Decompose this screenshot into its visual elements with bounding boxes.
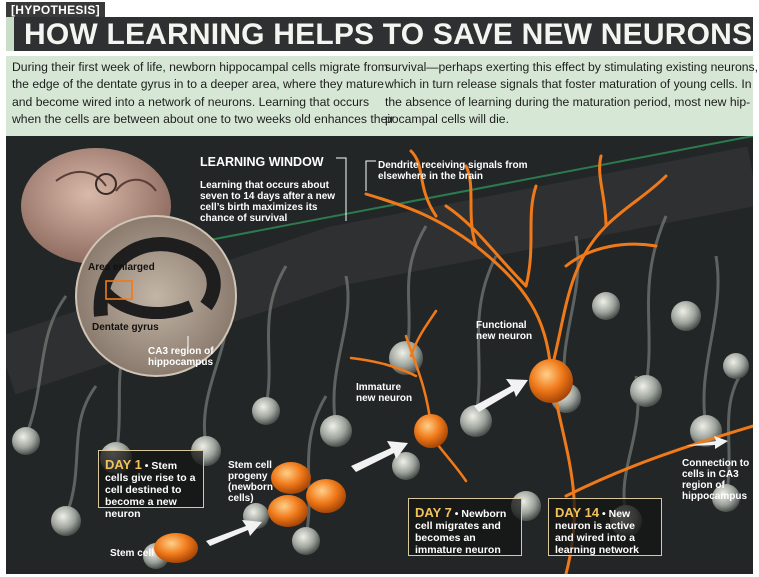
progress-arrows — [206, 379, 728, 546]
intro-line: the edge of the dentate gyrus in to a de… — [12, 77, 384, 92]
intro-left-text: During their first week of life, newborn… — [12, 59, 394, 129]
day1-text: Stem cells give rise to a cell destined … — [105, 460, 196, 520]
day1-step-box: DAY 1 • Stem cells give rise to a cell d… — [98, 450, 204, 520]
learning-window-note: LEARNING WINDOW Learning that occurs abo… — [200, 144, 335, 235]
title-bar: HOW LEARNING HELPS TO SAVE NEW NEURONS — [6, 17, 753, 51]
intro-line: During their first week of life, newborn… — [12, 60, 388, 74]
ca3-band — [93, 237, 221, 317]
stem-cell-label: Stem cell — [110, 548, 154, 559]
functional-neuron-label: Functional new neuron — [476, 320, 533, 342]
day7-label: DAY 7 — [415, 505, 452, 520]
area-enlarged-label: Area enlarged — [88, 262, 155, 273]
day14-label: DAY 14 — [555, 505, 600, 520]
dendrite-leader — [365, 160, 376, 191]
stem-cell — [154, 533, 198, 563]
day14-step-box: DAY 14 • New neuron is active and wired … — [548, 498, 662, 556]
page-title: HOW LEARNING HELPS TO SAVE NEW NEURONS — [24, 18, 753, 51]
intro-right-bg — [380, 56, 753, 136]
dendrite-label: Dendrite receiving signals from elsewher… — [378, 160, 528, 182]
intro-line: which in turn release signals that foste… — [385, 77, 752, 92]
day7-text: Newborn cell migrates and becomes an imm… — [415, 508, 507, 556]
intro-line: when the cells are between about one to … — [12, 112, 395, 127]
functional-neuron-body — [529, 359, 573, 403]
ca3-region-label: CA3 region of hippocampus — [148, 346, 214, 368]
learning-window-leader — [336, 157, 347, 221]
hypothesis-tag: [HYPOTHESIS] — [6, 2, 105, 18]
intro-line: the absence of learning during the matur… — [385, 94, 751, 109]
intro-left-bg — [6, 56, 380, 136]
learning-window-title: LEARNING WINDOW — [200, 155, 324, 169]
diagram-panel: LEARNING WINDOW Learning that occurs abo… — [6, 136, 753, 574]
progeny-cells — [268, 462, 346, 527]
intro-line: pocampal cells will die. — [385, 112, 509, 127]
day1-label: DAY 1 — [105, 457, 142, 472]
connection-label: Connection to cells in CA3 region of hip… — [682, 458, 750, 502]
green-line — [125, 136, 753, 257]
intro-right-text: survival—perhaps exerting this effect by… — [385, 59, 758, 129]
progeny-label: Stem cell progeny (newborn cells) — [228, 460, 273, 504]
intro-line: and become wired into a network of neuro… — [12, 94, 370, 109]
immature-neuron-body — [414, 414, 448, 448]
day7-step-box: DAY 7 • Newborn cell migrates and become… — [408, 498, 522, 556]
intro-line: survival—perhaps exerting this effect by… — [385, 60, 759, 74]
learning-window-text: Learning that occurs about seven to 14 d… — [200, 180, 336, 224]
dentate-gyrus-label: Dentate gyrus — [92, 322, 159, 333]
day14-text: New neuron is active and wired into a le… — [555, 508, 640, 556]
area-enlarged-box — [105, 280, 133, 300]
immature-neuron-label: Immature new neuron — [356, 382, 413, 404]
